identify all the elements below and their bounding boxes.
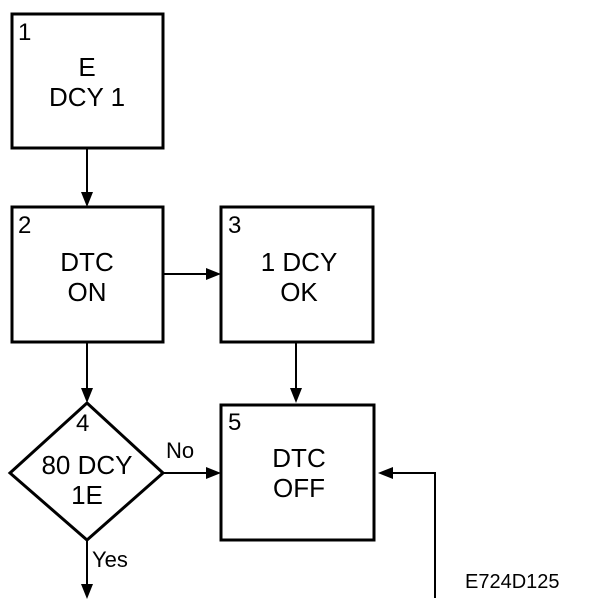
node-1-box	[10, 12, 165, 150]
connectors	[81, 148, 436, 599]
node-1: 1 E DCY 1	[10, 12, 165, 150]
arrowhead-4-to-5	[206, 467, 221, 479]
arrowhead-2-to-4	[81, 388, 93, 403]
node-3-line-2: OK	[280, 277, 318, 307]
node-2-box	[10, 205, 165, 344]
node-4-line-2: 1E	[71, 480, 103, 510]
node-2: 2 DTC ON	[10, 205, 165, 344]
node-2-line-2: ON	[68, 277, 107, 307]
arrowhead-2-to-3	[206, 268, 221, 280]
reference-code: E724D125	[465, 571, 560, 593]
node-3-number: 3	[228, 212, 241, 239]
node-2-line-1: DTC	[60, 247, 113, 277]
node-5-line-2: OFF	[273, 473, 325, 503]
arrowhead-4-yes-out	[81, 584, 93, 599]
node-3-line-1: 1 DCY	[261, 247, 338, 277]
arrowhead-external-to-5	[378, 467, 393, 479]
node-4-line-1: 80 DCY	[41, 450, 132, 480]
node-1-number: 1	[18, 19, 31, 46]
node-2-number: 2	[18, 212, 31, 239]
node-4-number: 4	[76, 410, 89, 437]
node-3: 3 1 DCY OK	[219, 205, 375, 344]
node-1-line-1: E	[78, 52, 95, 82]
node-5: 5 DTC OFF	[219, 403, 376, 542]
arrowhead-3-to-5	[290, 388, 302, 403]
edge-external-to-5	[389, 472, 436, 598]
node-4-diamond	[7, 400, 166, 542]
node-5-line-1: DTC	[272, 443, 325, 473]
edge-label-no: No	[166, 438, 194, 463]
node-5-box	[219, 403, 376, 542]
edge-label-yes: Yes	[92, 547, 128, 572]
node-4: 4 80 DCY 1E	[7, 400, 166, 542]
arrowhead-1-to-2	[81, 192, 93, 207]
node-5-number: 5	[228, 409, 241, 436]
node-3-box	[219, 205, 375, 344]
node-1-line-2: DCY 1	[49, 82, 125, 112]
